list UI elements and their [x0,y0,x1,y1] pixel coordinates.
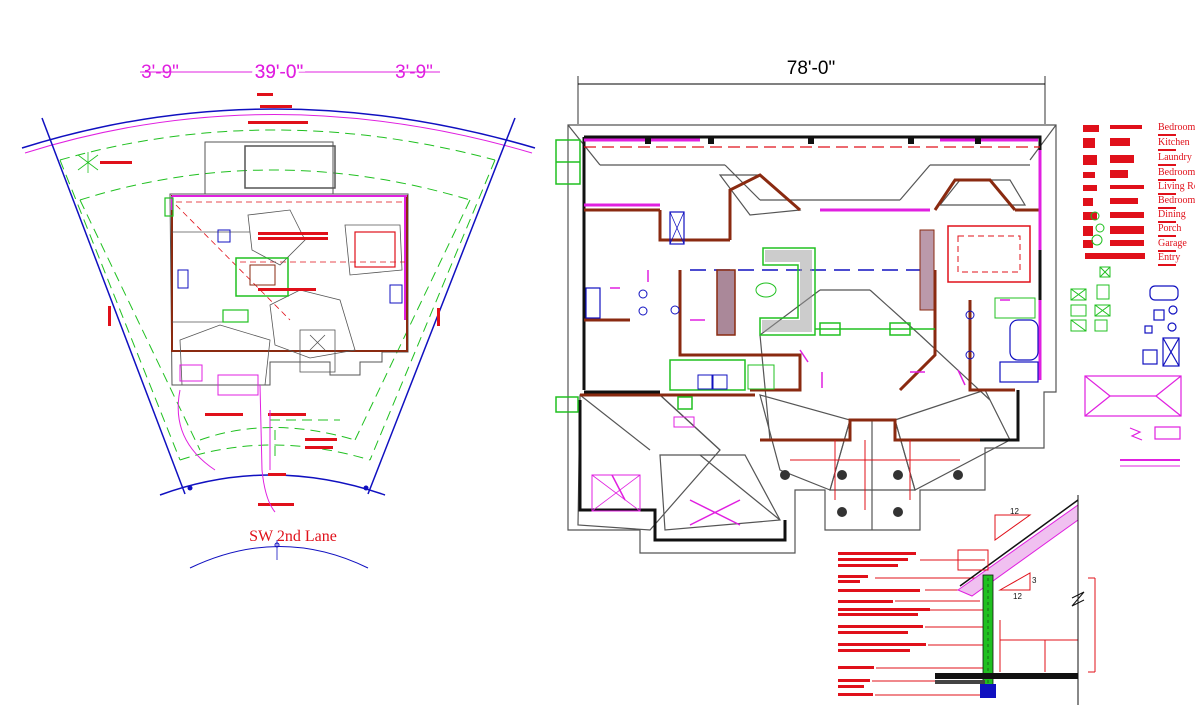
street-label: SW 2nd Lane [249,528,337,545]
slope-top: 12 [1010,507,1019,516]
site-plan: 3'-9" 39'-0" 39'-0" 3'-9" [21,59,536,569]
legend-label-1: Kitchen [1158,137,1190,148]
road-arc-top-inner [24,114,533,154]
legend: Bedroom Kitchen Laundry Bedroom 2 Living… [1070,122,1195,467]
site-dim-right: 3'-9" [395,62,433,83]
legend-label-2: Laundry [1158,152,1192,163]
legend-label-3: Bedroom 2 [1158,167,1195,178]
road-arc-top-outer [21,108,536,149]
site-dim-center: 39'-0" [255,62,303,83]
legend-label-4: Living Ro [1158,181,1195,192]
legend-label-5: Bedroom 3 [1158,195,1195,206]
wall-section: 12 3 12 [838,495,1096,705]
overall-width-dim: 78'-0" [787,58,835,79]
floor-plan: 78'-0" [555,58,1057,554]
legend-label-6: Dining [1158,209,1186,220]
legend-label-8: Garage [1158,238,1187,249]
legend-label-0: Bedroom [1158,122,1195,133]
legend-label-9: Entry [1158,252,1180,263]
legend-label-7: Porch [1158,223,1181,234]
site-dim-center-fg: 39'-0" [255,62,303,83]
slope-rise: 3 [1032,576,1037,585]
site-dim-left: 3'-9" [141,62,179,83]
slope-run: 12 [1013,592,1022,601]
